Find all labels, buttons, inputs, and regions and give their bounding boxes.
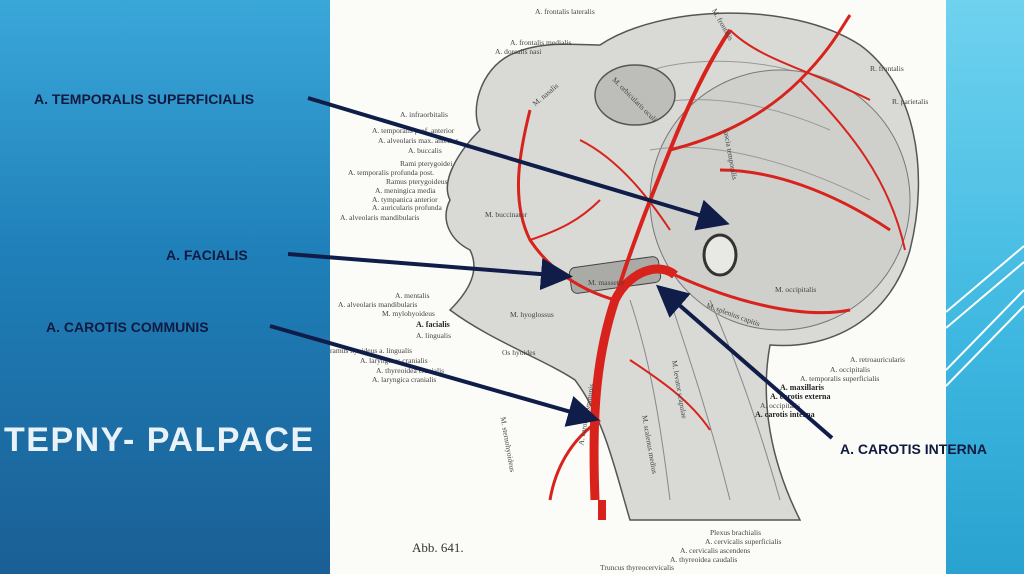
fig-label: A. infraorbitalis [400, 110, 448, 119]
fig-label: A. alveolaris mandibularis [338, 300, 418, 309]
fig-label: A. laryngica cranialis [372, 375, 437, 384]
muscle-label: Os hyoides [502, 348, 536, 357]
muscle-label: M. hyoglossus [510, 310, 554, 319]
fig-label: A. temporalis profunda post. [348, 168, 435, 177]
fig-label: Ramus pterygoideus [386, 177, 448, 186]
fig-label: Truncus thyreocervicalis [600, 563, 675, 572]
fig-label: Plexus brachialis [710, 528, 762, 537]
decorative-stripes [946, 245, 1024, 387]
right-accent-band [946, 0, 1024, 574]
arrow-facialis [287, 252, 573, 291]
callout-facialis: A. FACIALIS [166, 247, 248, 263]
callout-carotis-interna: A. CAROTIS INTERNA [840, 441, 987, 457]
fig-label: A. frontalis medialis [510, 38, 572, 47]
callout-temporalis-superficialis: A. TEMPORALIS SUPERFICIALIS [34, 91, 255, 107]
fig-label: A. mentalis [395, 291, 430, 300]
fig-label: R. parietalis [892, 97, 929, 106]
fig-label: ramus hyoideus a. lingualis [330, 346, 413, 355]
fig-label: A. cervicalis ascendens [680, 546, 751, 555]
fig-label: A. temporalis superficialis [800, 374, 880, 383]
fig-label: A. carotis interna [755, 410, 815, 419]
fig-label: A. alveolaris max. anterior [378, 136, 459, 145]
arrow-temporalis [307, 96, 730, 231]
figure-caption: Abb. 641. [412, 540, 464, 555]
muscle-label: M. masseter [588, 278, 625, 287]
fig-label: A. occipitalis [760, 401, 800, 410]
fig-label: A. maxillaris [780, 383, 824, 392]
fig-label: A. lingualis [416, 331, 451, 340]
slide-title: TEPNY- PALPACE [4, 421, 315, 459]
fig-label: A. occipitalis [830, 365, 870, 374]
fig-label: A. facialis [416, 320, 450, 329]
fig-label: Rami pterygoidei [400, 159, 453, 168]
head-neck-illustration [445, 12, 920, 521]
fig-label: A. thyreoidea caudalis [670, 555, 738, 564]
fig-label: A. tympanica anterior [372, 195, 438, 204]
fig-label: A. carotis externa [770, 392, 831, 401]
fig-label: M. mylohyoideus [382, 309, 435, 318]
fig-label: A. auricularis profunda [372, 203, 442, 212]
fig-label: A. meningica media [375, 186, 436, 195]
arrow-carotis-interna [655, 284, 834, 440]
fig-label: A. retroauricularis [850, 355, 905, 364]
callout-carotis-communis: A. CAROTIS COMMUNIS [46, 319, 209, 335]
arrow-carotis-communis [269, 324, 600, 427]
fig-label: A. buccalis [408, 146, 442, 155]
fig-label: A. thyreoidea cranialis [376, 366, 445, 375]
fig-label: A. cervicalis superficialis [705, 537, 782, 546]
fig-label: A. frontalis lateralis [535, 7, 595, 16]
fig-label: A. dorsalis nasi [495, 47, 542, 56]
fig-label: A. alveolaris mandibularis [340, 213, 420, 222]
anatomy-figure: A. frontalis lateralis A. frontalis medi… [330, 0, 946, 574]
muscle-label: M. occipitalis [775, 285, 817, 294]
fig-label: R. frontalis [870, 64, 904, 73]
muscle-label: M. buccinator [485, 210, 528, 219]
